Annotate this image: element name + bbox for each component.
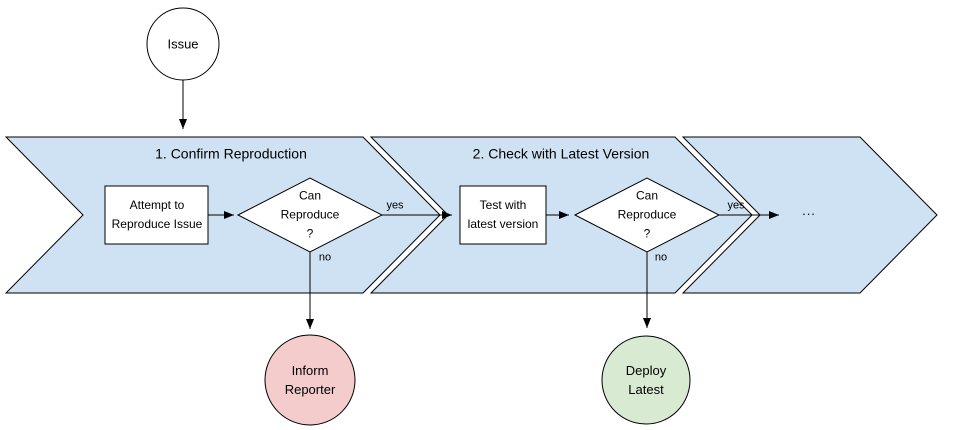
start-node-circle xyxy=(146,7,220,81)
outcome-2-circle xyxy=(601,335,691,425)
start-node-label: Issue xyxy=(167,36,199,52)
decision-2-diamond xyxy=(573,177,721,253)
section-1-title: 1. Confirm Reproduction xyxy=(155,145,307,162)
section-2-title: 2. Check with Latest Version xyxy=(472,145,650,162)
decision-1-label: Can Reproduce ? xyxy=(280,188,340,241)
outcome-1-label: Inform Reporter xyxy=(284,363,336,397)
step-2-label: Test with latest version xyxy=(467,198,539,231)
yes-2-label: yes xyxy=(727,199,745,212)
continuation-ellipsis: ... xyxy=(802,203,816,218)
decision-2-label: Can Reproduce ? xyxy=(617,188,677,241)
no-2-label: no xyxy=(654,251,668,264)
step-1-label: Attempt to Reproduce Issue xyxy=(111,198,203,231)
yes-1-label: yes xyxy=(386,199,404,212)
step-2-box xyxy=(459,185,547,245)
no-1-label: no xyxy=(318,251,332,264)
decision-1-diamond xyxy=(236,177,384,253)
step-1-box xyxy=(104,185,209,245)
outcome-1-circle xyxy=(264,334,356,426)
outcome-2-label: Deploy Latest xyxy=(625,363,667,397)
